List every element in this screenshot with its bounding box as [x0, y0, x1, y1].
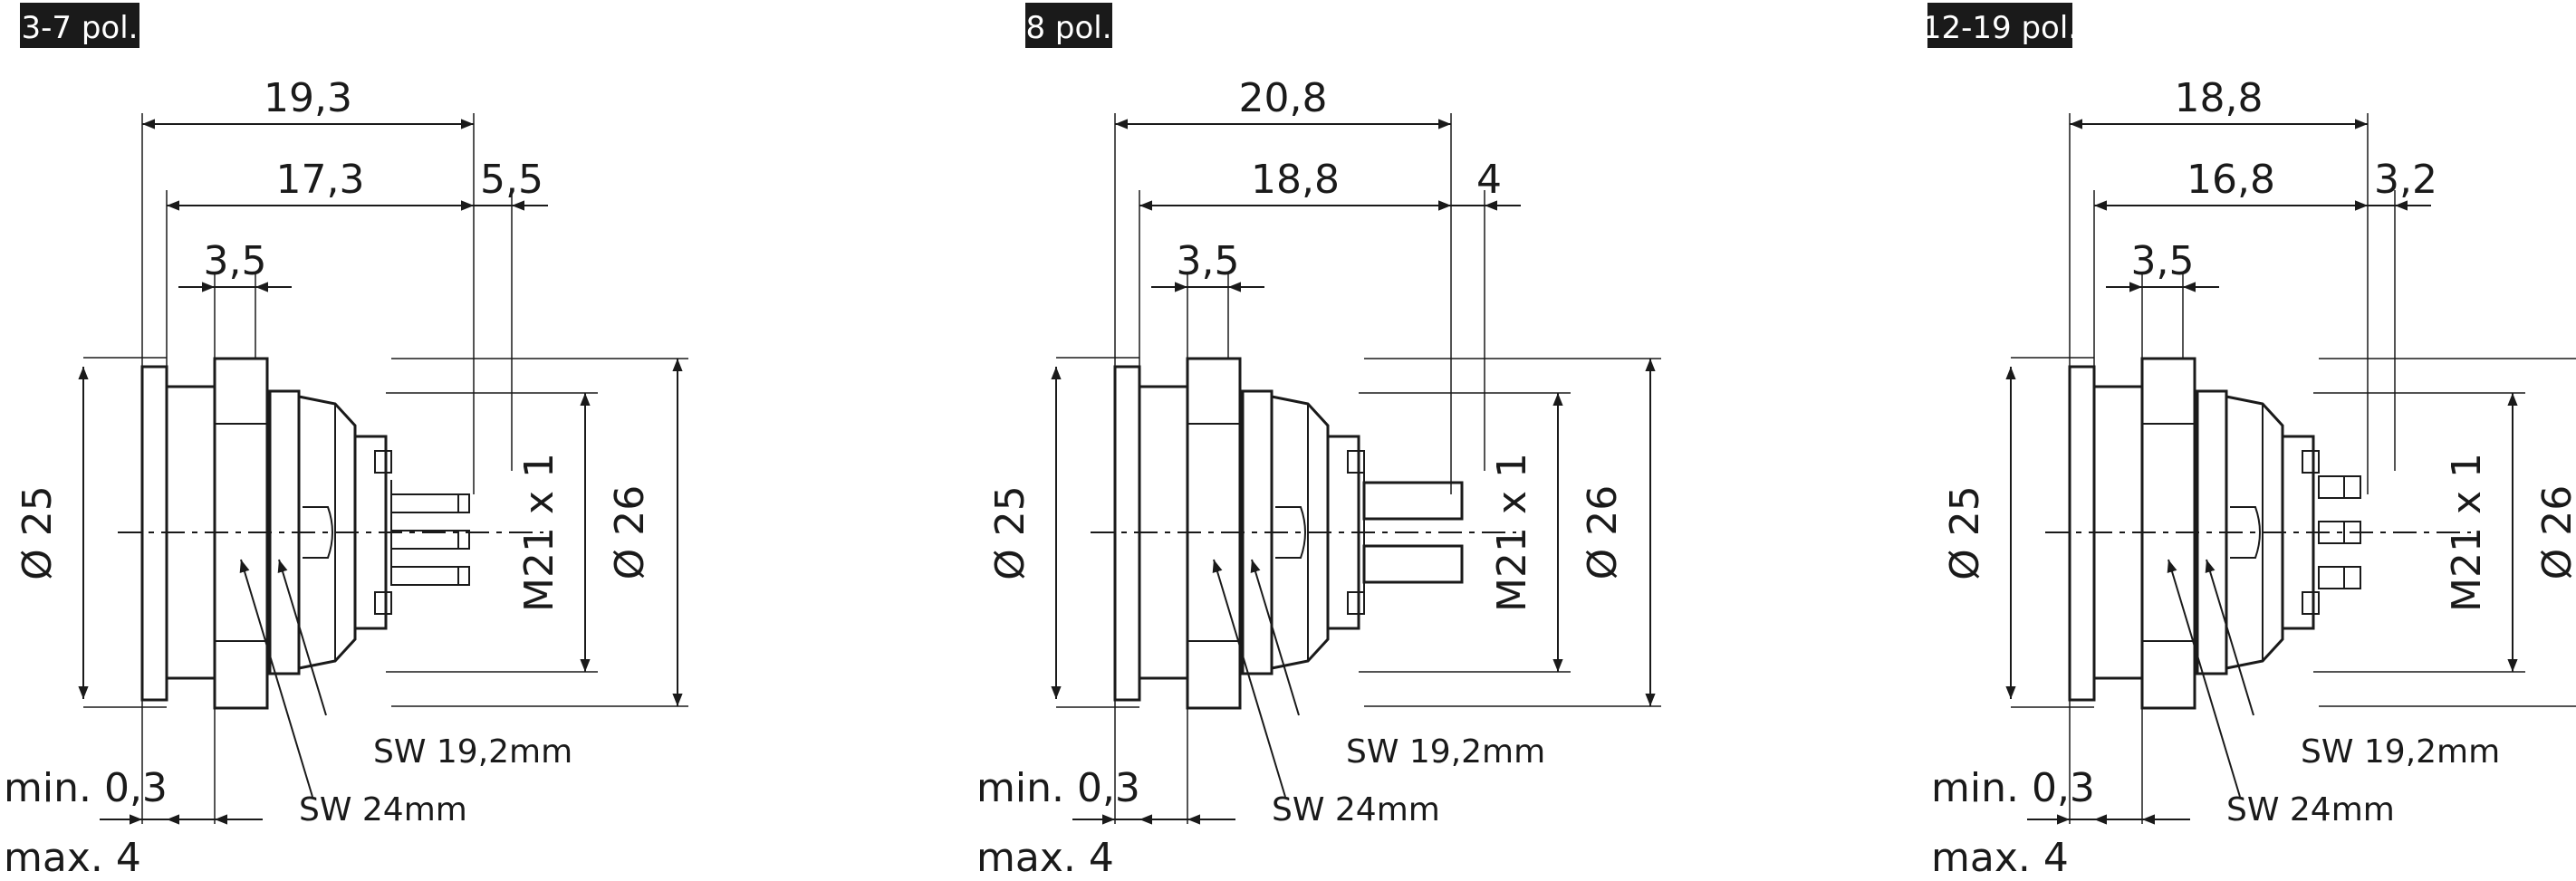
- inner-keyway: [303, 506, 333, 559]
- dim-overall-length-value: 18,8: [2175, 75, 2264, 121]
- connector-drawing-3: 12-19 pol. 18,8 16,8 3,2 3,5 Ø 25 M21 x 1 Ø 26 m…: [1922, 3, 2576, 881]
- latch-clip-bottom: [1347, 591, 1365, 615]
- variant-tag-label: 8 pol.: [1025, 10, 1111, 46]
- variant-tag-box: [20, 3, 139, 48]
- latch-clip-top: [374, 450, 392, 474]
- label-wrench-size-19-2mm: SW 19,2mm: [373, 733, 572, 771]
- contact-pin: [2318, 566, 2361, 589]
- dim-overall-length-value: 19,3: [264, 75, 352, 121]
- dim-body-length-value: 18,8: [1251, 157, 1340, 203]
- dim-outer-diameter-value: Ø 26: [607, 485, 653, 580]
- variant-tag-label: 3-7 pol.: [22, 10, 139, 46]
- latch-clip-top: [1347, 450, 1365, 474]
- dim-outer-diameter-value: Ø 26: [1580, 485, 1626, 580]
- dim-panel-min: min. 0,3: [4, 765, 168, 811]
- dim-panel-diameter-value: Ø 25: [1942, 485, 1988, 580]
- dim-panel-min: min. 0,3: [976, 765, 1140, 811]
- dim-outer-diameter-value: Ø 26: [2534, 485, 2576, 580]
- dim-panel-max: max. 4: [976, 835, 1114, 877]
- label-wrench-size-24mm: SW 24mm: [1272, 791, 1440, 828]
- dim-flange-thickness-value: 3,5: [1177, 238, 1240, 284]
- contact-pin: [2318, 475, 2361, 499]
- dim-panel-min: min. 0,3: [1931, 765, 2095, 811]
- dim-panel-max: max. 4: [1931, 835, 2069, 877]
- latch-clip-bottom: [2302, 591, 2320, 615]
- inner-keyway: [2230, 506, 2261, 559]
- latch-clip-top: [2302, 450, 2320, 474]
- dim-body-length-value: 16,8: [2187, 157, 2275, 203]
- variant-tag-label: 12-19 pol.: [1922, 10, 2078, 46]
- leader-sw24: [2167, 559, 2241, 798]
- label-wrench-size-19-2mm: SW 19,2mm: [1346, 733, 1545, 771]
- dim-thread-value: M21 x 1: [2444, 453, 2490, 612]
- label-wrench-size-19-2mm: SW 19,2mm: [2301, 733, 2500, 771]
- dim-flange-thickness-value: 3,5: [204, 238, 267, 284]
- dim-overall-length-value: 20,8: [1239, 75, 1328, 121]
- contact-pin: [1362, 544, 1464, 584]
- dim-thread-value: M21 x 1: [516, 453, 562, 612]
- leader-sw19: [2205, 559, 2254, 716]
- connector-drawing-2: 8 pol. 20,8 18,8 4 3,5 Ø 25 M21 x 1 Ø 26 min. 0,…: [976, 3, 1661, 881]
- dim-pin-length-value: 4: [1476, 157, 1502, 203]
- dim-panel-diameter-value: Ø 25: [14, 485, 61, 580]
- label-wrench-size-24mm: SW 24mm: [2226, 791, 2395, 828]
- dim-thread-value: M21 x 1: [1489, 453, 1535, 612]
- dim-flange-thickness-value: 3,5: [2131, 238, 2195, 284]
- dim-pin-length-value: 3,2: [2374, 157, 2437, 203]
- variant-tag-box: [1927, 3, 2072, 48]
- latch-clip-bottom: [374, 591, 392, 615]
- leader-sw24: [239, 559, 313, 798]
- dim-panel-diameter-value: Ø 25: [987, 485, 1033, 580]
- dim-body-length-value: 17,3: [276, 157, 365, 203]
- leader-sw19: [277, 559, 327, 716]
- connector-drawing-1: 3-7 pol. 19,3 17,3 5,5 3,5 Ø 25 M21 x 1 Ø 26 min…: [4, 3, 688, 881]
- dim-panel-max: max. 4: [4, 835, 141, 877]
- leader-sw24: [1212, 559, 1286, 798]
- label-wrench-size-24mm: SW 24mm: [299, 791, 467, 828]
- inner-keyway: [1275, 506, 1306, 559]
- variant-tag-box: [1025, 3, 1112, 48]
- leader-sw19: [1250, 559, 1300, 716]
- dim-pin-length-value: 5,5: [480, 157, 543, 203]
- contact-pin: [1362, 481, 1464, 521]
